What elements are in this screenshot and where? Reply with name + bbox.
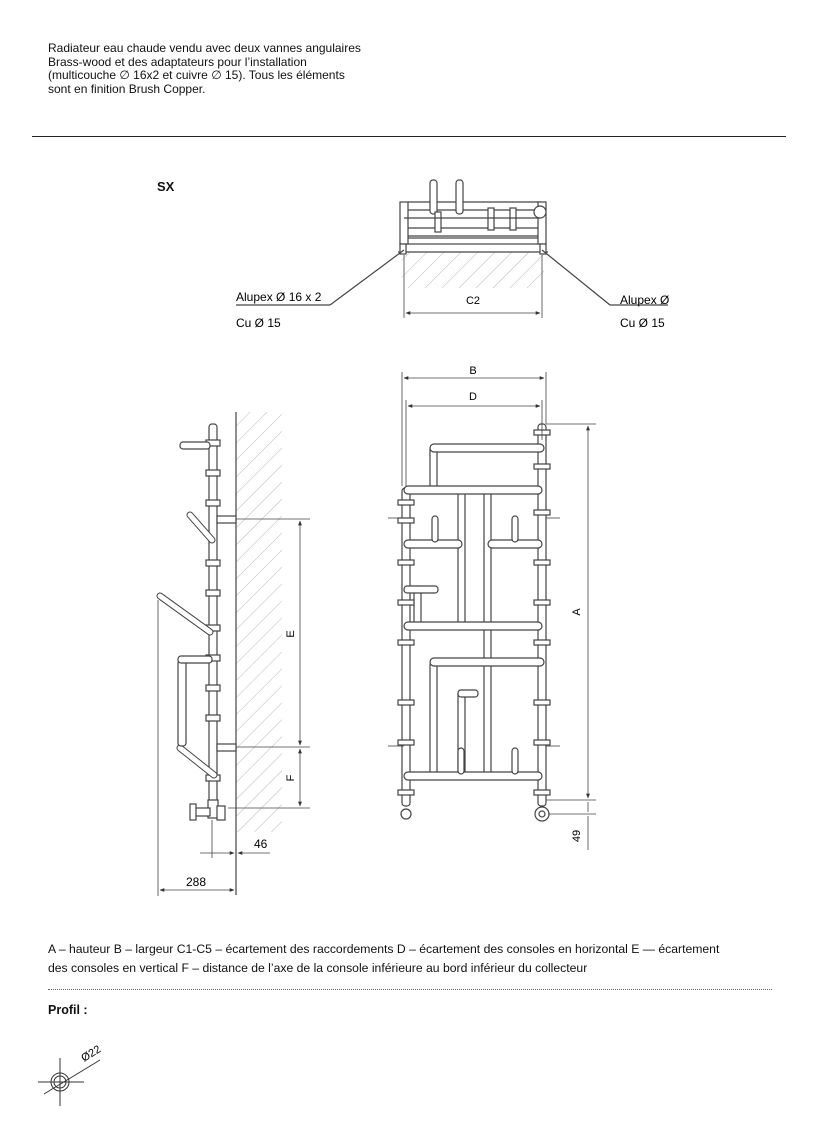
dim-f-label: F bbox=[285, 774, 297, 781]
top-left-label-1: Alupex Ø 16 x 2 bbox=[236, 290, 322, 304]
dim-e-label: E bbox=[285, 630, 297, 637]
top-view bbox=[236, 179, 668, 318]
front-dimensions bbox=[388, 372, 596, 850]
profile-symbol bbox=[38, 1058, 101, 1106]
intro-line-1: Radiateur eau chaude vendu avec deux van… bbox=[48, 41, 361, 55]
header-divider bbox=[32, 136, 786, 137]
intro-line-2: Brass-wood et des adaptateurs pour l’ins… bbox=[48, 54, 307, 69]
dim-c2-label: C2 bbox=[466, 295, 480, 307]
side-view bbox=[156, 412, 310, 896]
dim-d-label: D bbox=[469, 391, 477, 403]
top-right-label-2: Cu Ø 15 bbox=[620, 316, 665, 330]
intro-text: Radiateur eau chaude vendu avec deux van… bbox=[48, 41, 388, 96]
section-label: SX bbox=[157, 179, 175, 194]
legend: A – hauteur B – largeur C1-C5 – écarteme… bbox=[48, 940, 788, 978]
dim-46-label: 46 bbox=[254, 837, 268, 851]
legend-line-2: des consoles en vertical F – distance de… bbox=[48, 961, 588, 975]
top-left-label-2: Cu Ø 15 bbox=[236, 316, 281, 330]
intro-line-3: (multicouche ∅ 16x2 et cuivre ∅ 15). Tou… bbox=[48, 68, 345, 82]
dim-288-label: 288 bbox=[186, 875, 206, 889]
front-view bbox=[397, 423, 551, 822]
intro-line-4: sont en finition Brush Copper. bbox=[48, 81, 206, 96]
profil-heading: Profil : bbox=[48, 1003, 88, 1017]
dim-b-label: B bbox=[469, 365, 476, 377]
top-right-label-1: Alupex Ø bbox=[620, 293, 669, 307]
profile-diameter-label: Ø22 bbox=[79, 1043, 103, 1064]
dim-a-label: A bbox=[571, 608, 583, 616]
legend-line-1: A – hauteur B – largeur C1-C5 – écarteme… bbox=[48, 942, 720, 956]
dotted-divider bbox=[48, 989, 772, 990]
dim-49-label: 49 bbox=[571, 830, 583, 842]
